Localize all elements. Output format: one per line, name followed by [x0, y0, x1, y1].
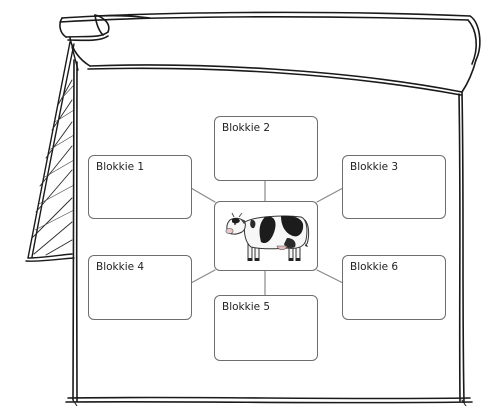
box-label: Blokkie 6: [350, 261, 398, 273]
box-blokkie-2: Blokkie 2: [214, 116, 318, 181]
box-label: Blokkie 4: [96, 261, 144, 273]
center-box: [214, 201, 318, 271]
box-label: Blokkie 1: [96, 161, 144, 173]
box-label: Blokkie 3: [350, 161, 398, 173]
left-flap: [26, 42, 78, 261]
box-blokkie-4: Blokkie 4: [88, 255, 192, 320]
box-blokkie-6: Blokkie 6: [342, 255, 446, 320]
box-blokkie-3: Blokkie 3: [342, 155, 446, 219]
cow-illustration: [215, 202, 317, 270]
box-blokkie-1: Blokkie 1: [88, 155, 192, 219]
rolled-lid: [60, 12, 480, 95]
box-label: Blokkie 2: [222, 122, 270, 134]
box-label: Blokkie 5: [222, 301, 270, 313]
box-blokkie-5: Blokkie 5: [214, 295, 318, 361]
